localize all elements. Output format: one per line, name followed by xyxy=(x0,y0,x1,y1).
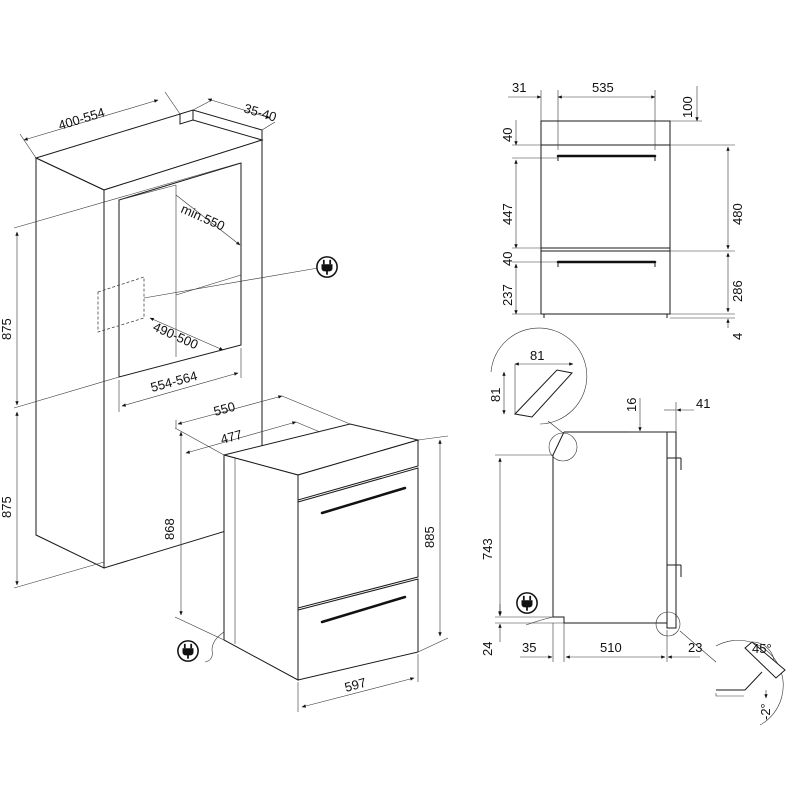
side-body-depth-label: 510 xyxy=(600,640,622,655)
tall-niche-cabinet xyxy=(34,109,264,569)
appliance-isometric xyxy=(177,423,420,681)
niche-gap-label: 35-40 xyxy=(242,101,278,125)
side-detail-width-label: 81 xyxy=(530,348,544,363)
front-lower-total-label: 286 xyxy=(730,280,745,302)
side-top-offset-label: 16 xyxy=(624,398,639,412)
appliance-depth-inner-label: 477 xyxy=(219,427,244,447)
side-tilt-label: -2° xyxy=(758,703,773,720)
appliance-body-height-label: 868 xyxy=(162,518,177,540)
side-base-height-label: 24 xyxy=(480,642,495,656)
side-angle-label: 45° xyxy=(752,641,772,656)
side-front-thickness-label: 41 xyxy=(696,396,710,411)
front-mid-strip-label: 40 xyxy=(500,252,515,266)
side-view-dimensions: 81 81 16 41 743 24 35 510 23 45° -2° xyxy=(480,348,775,720)
front-inner-width-label: 535 xyxy=(592,80,614,95)
appliance-total-height-label: 885 xyxy=(422,526,437,548)
appliance-front-width-label: 597 xyxy=(343,675,368,695)
niche-height-lower-label: 875 xyxy=(0,496,14,518)
front-upper-drawer-label: 447 xyxy=(500,203,515,225)
side-rear-gap-label: 35 xyxy=(522,640,536,655)
appliance-dimensions: 550 477 868 885 597 xyxy=(162,395,449,712)
front-view-dimensions: 31 535 100 40 447 40 237 480 286 4 xyxy=(500,80,745,340)
niche-depth-label: 400-554 xyxy=(56,105,106,133)
front-lower-drawer-label: 237 xyxy=(500,284,515,306)
side-view xyxy=(490,327,786,726)
power-plug-icon xyxy=(516,592,538,614)
niche-height-upper-label: 875 xyxy=(0,318,14,340)
side-body-height-label: 743 xyxy=(480,538,495,560)
side-detail-height-label: 81 xyxy=(488,388,503,402)
power-plug-icon xyxy=(316,256,338,278)
front-bottom-gap-label: 4 xyxy=(730,333,745,340)
front-side-offset-label: 31 xyxy=(512,80,526,95)
power-plug-icon xyxy=(177,640,199,662)
front-top-margin-label: 100 xyxy=(680,96,695,118)
side-front-overhang-label: 23 xyxy=(688,640,702,655)
front-upper-total-label: 480 xyxy=(730,203,745,225)
appliance-depth-outer-label: 550 xyxy=(212,399,237,419)
front-top-strip-label: 40 xyxy=(500,128,515,142)
front-view xyxy=(540,120,671,318)
